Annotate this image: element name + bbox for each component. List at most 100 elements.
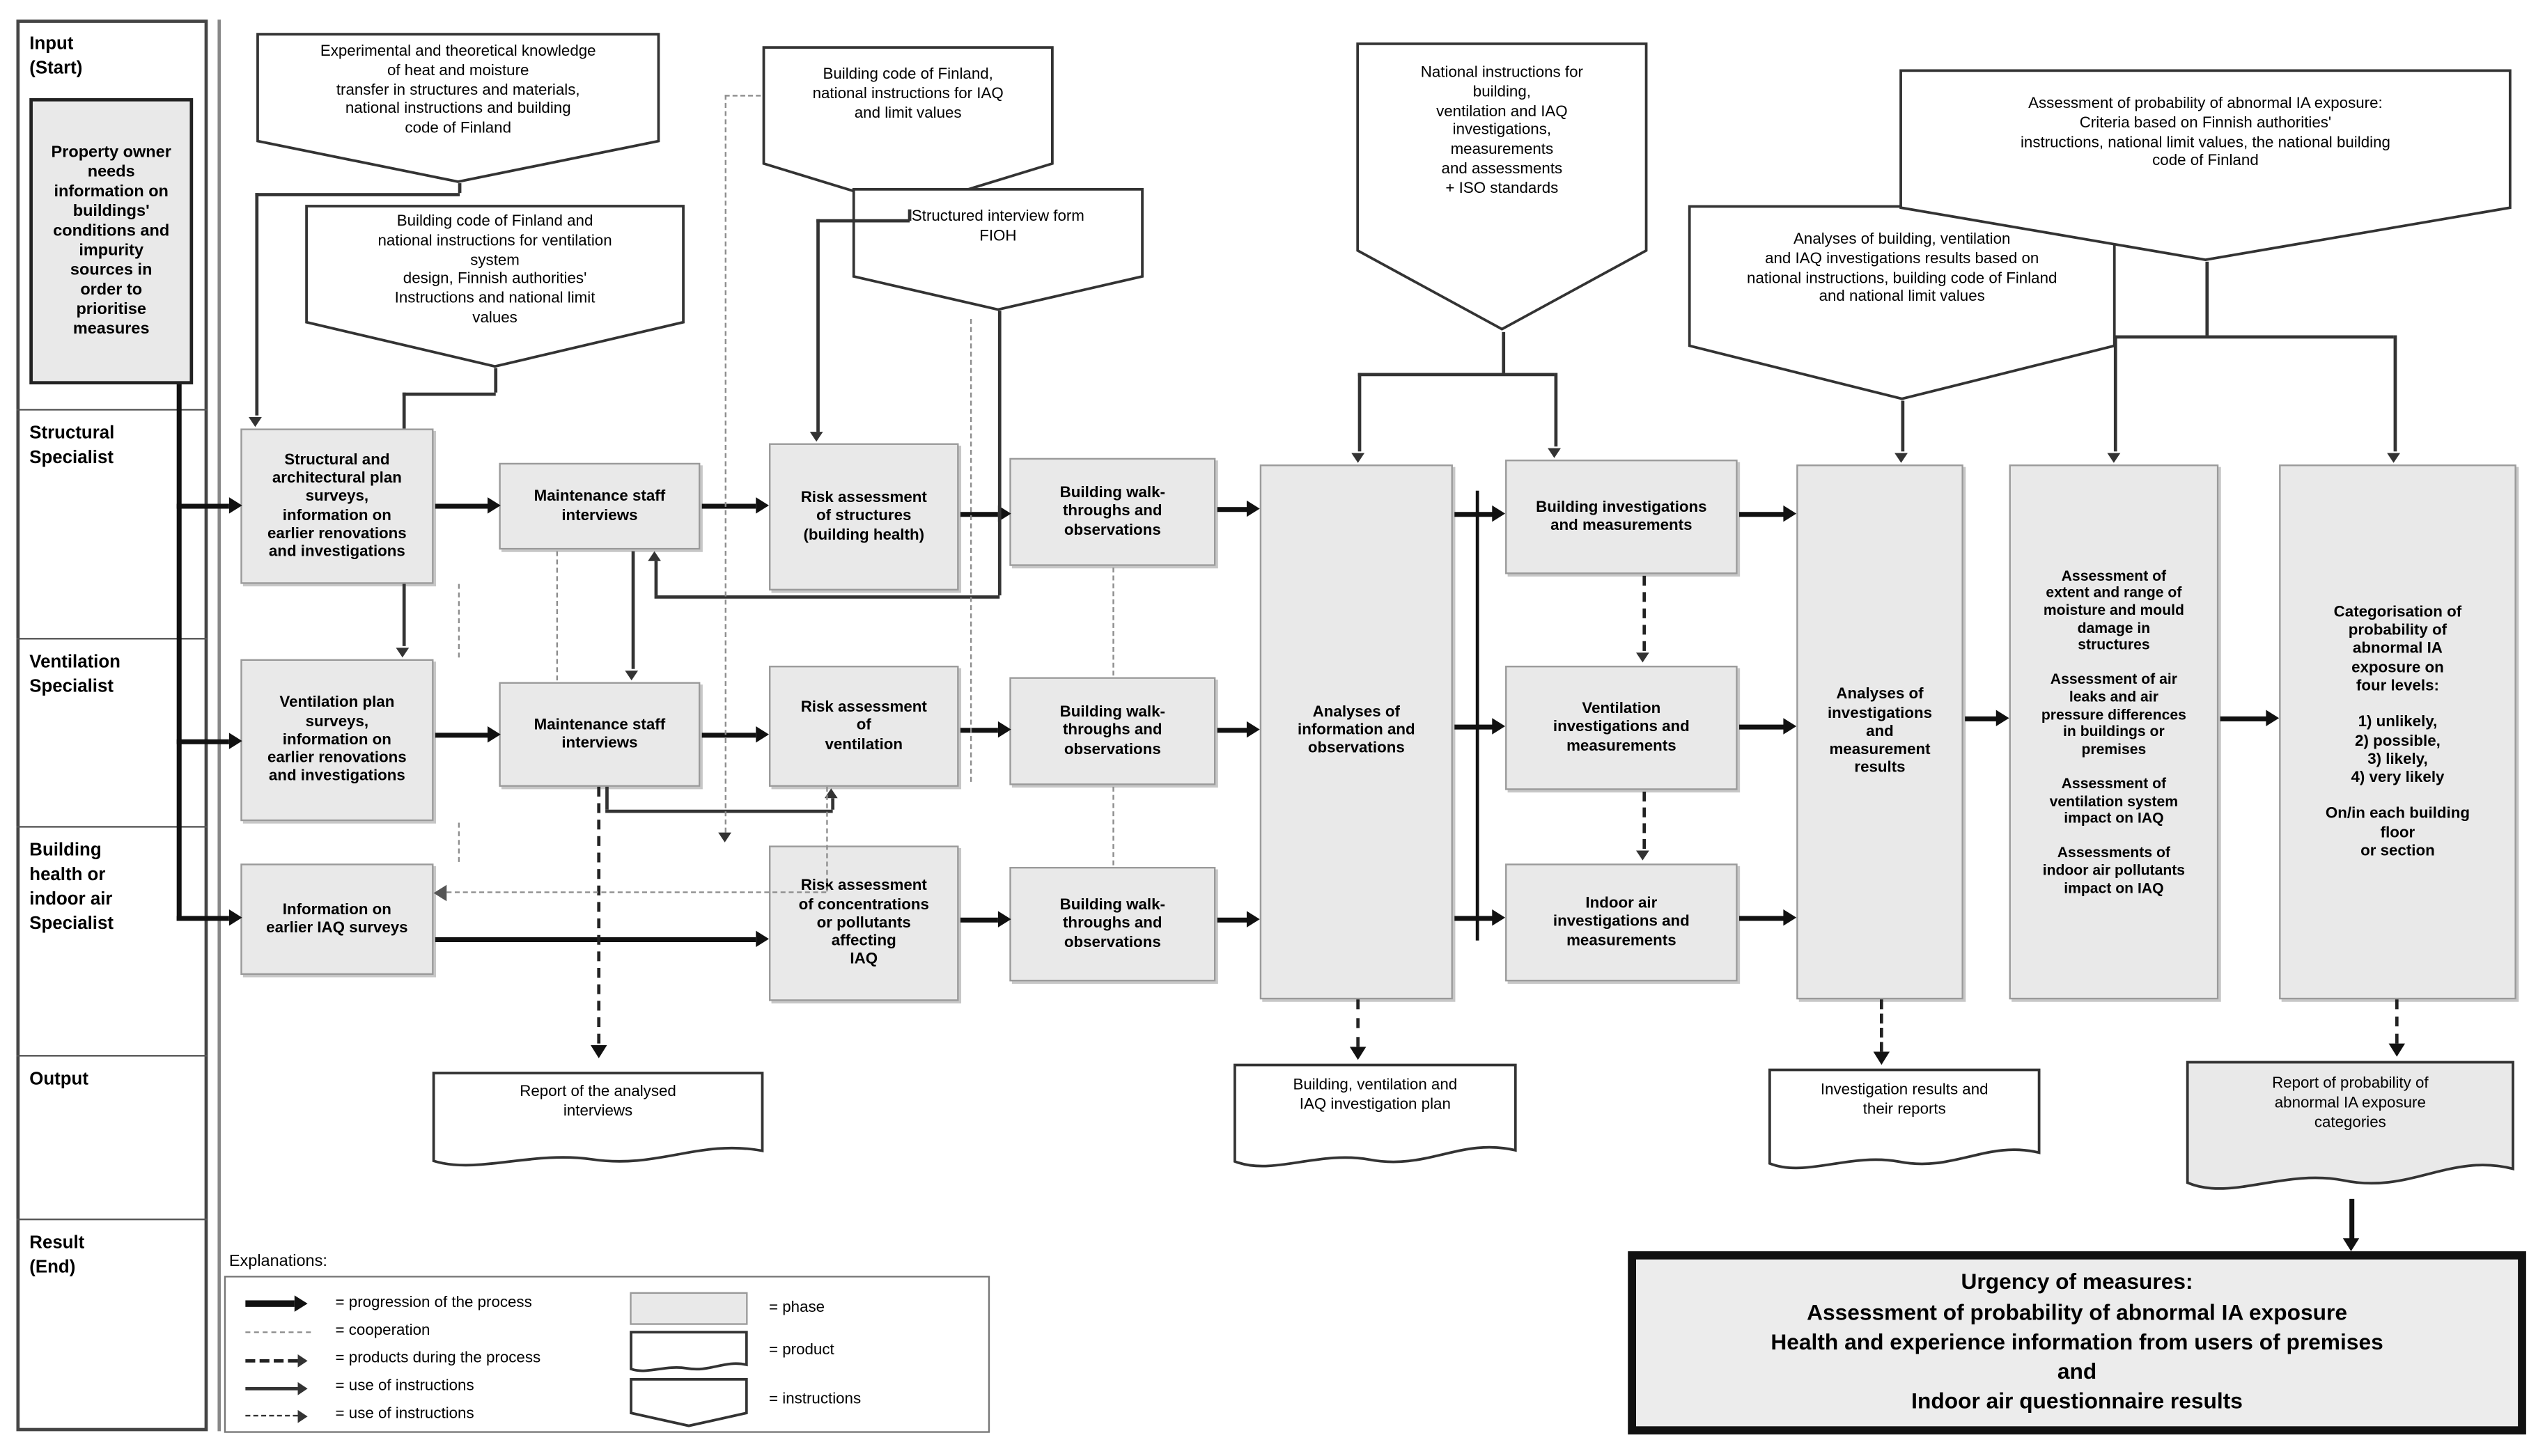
phase-risk-iaq: Risk assessment of concentrations or pol… <box>769 845 959 1001</box>
arrow <box>1873 1051 1890 1065</box>
arrow <box>2342 1238 2360 1251</box>
banner-iaq-code: Building code of Finland, national instr… <box>761 46 1055 210</box>
conn <box>435 937 756 943</box>
lane-divider <box>16 638 208 640</box>
conn-feedback-vent <box>605 786 608 810</box>
arrow <box>297 1409 308 1423</box>
legend-swatch-progression <box>245 1300 295 1307</box>
conn <box>1965 716 1998 721</box>
phase-analyses-results: Analyses of investigations and measureme… <box>1796 464 1963 1000</box>
frame-line <box>217 19 221 1432</box>
conn-b5 <box>1502 331 1505 373</box>
conn-b7 <box>2113 335 2394 338</box>
lane-label-structural: Structural Specialist <box>29 423 115 468</box>
conn <box>1454 724 1494 730</box>
arrow <box>1783 505 1797 522</box>
doc-investigation-results: Investigation results and their reports <box>1767 1068 2042 1176</box>
arrow <box>2266 710 2280 726</box>
arrow <box>756 497 770 514</box>
doc-interview-report: Report of the analysed interviews <box>430 1072 766 1173</box>
conn <box>1217 507 1249 512</box>
arrow <box>756 726 770 743</box>
conn <box>960 512 998 517</box>
phase-iaq-info: Information on earlier IAQ surveys <box>240 863 434 976</box>
conn-b1 <box>255 193 460 196</box>
legend-box <box>224 1276 990 1433</box>
arrow <box>824 788 838 799</box>
conn-b5 <box>1357 373 1361 452</box>
doc-investigation-plan-text: Building, ventilation and IAQ investigat… <box>1293 1076 1458 1114</box>
conn-fioh <box>654 561 657 596</box>
conn-coop <box>1112 567 1114 676</box>
arrow <box>1995 710 2009 726</box>
arrow <box>228 909 242 926</box>
conn-b2 <box>494 368 497 393</box>
arrow <box>590 1045 607 1058</box>
conn <box>701 733 756 738</box>
conn-b7 <box>2205 261 2209 336</box>
legend-swatch-instructions-dash <box>245 1414 298 1417</box>
banner-analyses-basis-text: Analyses of building, ventilation and IA… <box>1747 230 2057 306</box>
banner-knowledge-text: Experimental and theoretical knowledge o… <box>320 42 596 138</box>
arrow <box>228 497 242 514</box>
conn <box>1454 512 1494 517</box>
arrow <box>228 733 242 749</box>
conn-b3 <box>908 209 911 221</box>
arrow <box>809 432 823 442</box>
phase-categorisation: Categorisation of probability of abnorma… <box>2279 464 2516 1000</box>
arrow <box>1783 909 1797 926</box>
conn-product <box>1642 791 1647 850</box>
legend-title: Explanations: <box>228 1253 327 1271</box>
lane-divider <box>16 1219 208 1221</box>
arrow <box>1492 718 1506 735</box>
arrow <box>1894 453 1908 463</box>
conn-trunk-row2 <box>176 739 229 744</box>
phase-indoor-investigations: Indoor air investigations and measuremen… <box>1505 863 1738 982</box>
conn-b5 <box>1554 373 1557 447</box>
phase-maintenance-interviews-1: Maintenance staff interviews <box>499 462 701 550</box>
legend-swatch-phase <box>630 1292 748 1325</box>
conn-b3 <box>816 219 910 222</box>
phase-ventilation-surveys: Ventilation plan surveys, information on… <box>240 659 434 822</box>
arrow <box>1548 448 1561 458</box>
conn <box>402 584 405 646</box>
lane-divider <box>16 409 208 411</box>
conn <box>435 503 488 509</box>
arrow <box>1492 909 1506 926</box>
conn-b5 <box>1357 373 1555 376</box>
arrow <box>625 671 639 681</box>
conn-coop-long <box>970 319 972 782</box>
arrow <box>1636 850 1649 861</box>
arrow <box>488 497 501 514</box>
arrow <box>249 416 262 428</box>
conn-b7 <box>2113 335 2117 452</box>
banner-national-instructions-text: National instructions for building, vent… <box>1420 63 1583 198</box>
arrow <box>1351 453 1365 463</box>
banner-exposure-criteria-text: Assessment of probability of abnormal IA… <box>2020 95 2390 171</box>
legend-label: = products during the process <box>335 1349 541 1368</box>
phase-risk-structures: Risk assessment of structures (building … <box>769 443 959 590</box>
banner-fioh-form: Structured interview form FIOH <box>850 188 1145 311</box>
conn-product <box>1356 999 1360 1047</box>
conn-trunk-row3 <box>176 916 229 921</box>
legend-label: = instructions <box>769 1390 862 1409</box>
arrow <box>997 721 1011 738</box>
doc-investigation-results-text: Investigation results and their reports <box>1820 1081 1989 1119</box>
phase-walkthroughs-3: Building walk- throughs and observations <box>1009 866 1216 982</box>
arrow <box>718 832 732 843</box>
arrow <box>756 930 770 948</box>
conn <box>1217 728 1249 733</box>
conn-b2 <box>402 392 405 429</box>
conn <box>701 503 756 509</box>
arrow <box>297 1354 308 1368</box>
conn-final <box>2349 1198 2355 1240</box>
conn-trunk <box>176 384 182 921</box>
legend-label: = use of instructions <box>335 1404 474 1423</box>
arrow <box>648 551 661 561</box>
conn-feedback-vent <box>605 809 833 813</box>
conn-coop-long <box>724 95 726 833</box>
conn-feedback-vent <box>831 798 834 810</box>
arrow <box>1246 721 1260 738</box>
banner-exposure-criteria: Assessment of probability of abnormal IA… <box>1894 69 2516 262</box>
